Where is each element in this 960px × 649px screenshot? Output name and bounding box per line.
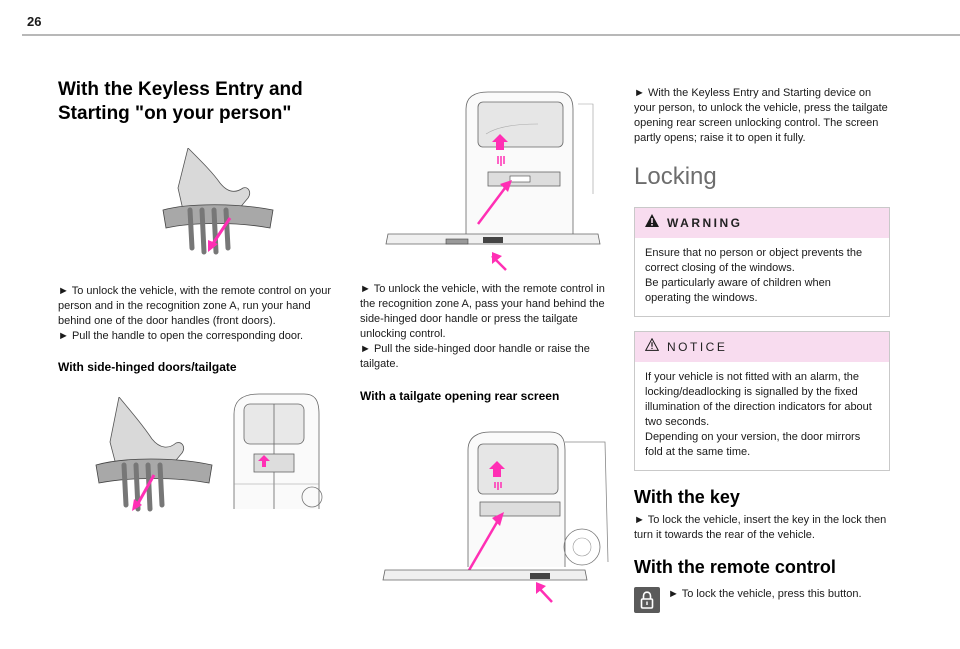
notice-triangle-icon [644,337,660,356]
side-hinged-illustrations [58,393,343,517]
notice-title: NOTICE [667,340,728,354]
rear-screen-unlock-text: ► With the Keyless Entry and Starting de… [634,87,888,144]
warning-body: Ensure that no person or object prevents… [635,238,889,316]
pull-handle-text: ► Pull the handle to open the correspond… [58,330,304,342]
locking-title: Locking [634,163,717,190]
hand-door-handle-illustration [158,147,278,258]
section-title-keyless: With the Keyless Entry and Starting "on … [58,79,303,124]
notice-header: NOTICE [635,332,889,362]
warning-line-1: Ensure that no person or object prevents… [645,247,863,274]
remote-lock-row: ► To lock the vehicle, press this button… [634,587,890,613]
notice-callout: NOTICE If your vehicle is not fitted wit… [634,331,890,471]
subtitle-rear-screen: With a tailgate opening rear screen [360,389,560,403]
warning-triangle-icon [645,214,659,232]
warning-header: WARNING [635,208,889,238]
with-key-text: ► To lock the vehicle, insert the key in… [634,514,887,541]
padlock-icon [634,587,660,613]
tailgate-unlock-illustration [368,84,608,274]
unlock-front-doors-text: ► To unlock the vehicle, with the remote… [58,285,331,327]
remote-control-title: With the remote control [634,557,836,577]
remote-lock-text: ► To lock the vehicle, press this button… [668,588,862,600]
top-rule [22,34,960,36]
notice-line-2: Depending on your version, the door mirr… [645,431,861,458]
pull-side-hinged-text: ► Pull the side-hinged door handle or ra… [360,343,590,370]
rear-doors-illustration [224,389,324,514]
warning-title: WARNING [667,216,743,230]
rear-screen-illustration [370,422,615,607]
column-side-hinged: ► To unlock the vehicle, with the remote… [360,78,615,607]
warning-callout: WARNING Ensure that no person or object … [634,207,890,317]
hand-handle-illustration [94,396,214,517]
with-key-title: With the key [634,487,740,507]
page-number: 26 [27,14,42,29]
column-locking: ► With the Keyless Entry and Starting de… [634,86,890,613]
unlock-side-hinged-text: ► To unlock the vehicle, with the remote… [360,283,605,340]
notice-line-1: If your vehicle is not fitted with an al… [645,371,872,428]
notice-body: If your vehicle is not fitted with an al… [635,362,889,470]
column-keyless-entry: With the Keyless Entry and Starting "on … [58,78,343,517]
subtitle-side-hinged: With side-hinged doors/tailgate [58,360,237,374]
warning-line-2: Be particularly aware of children when o… [645,277,831,304]
